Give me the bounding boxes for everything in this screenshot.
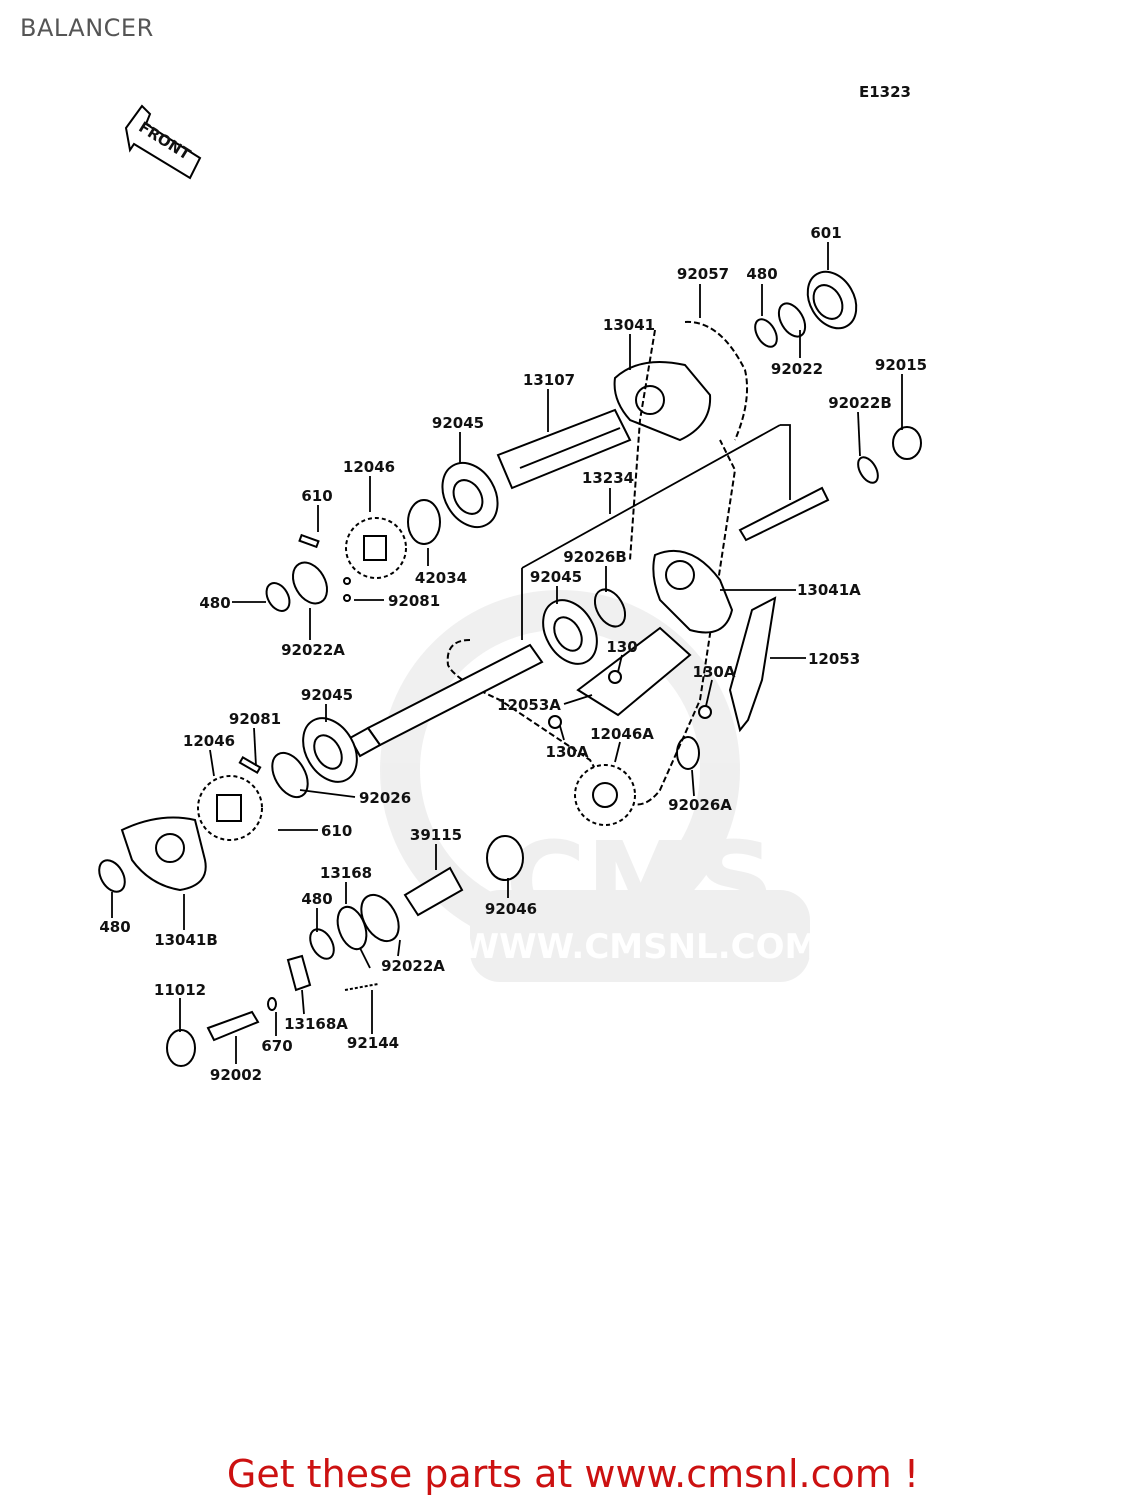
callout-12053: 12053 bbox=[808, 650, 860, 668]
parts-drawing bbox=[98, 270, 922, 1067]
callout-92144: 92144 bbox=[347, 1034, 399, 1052]
footer-link[interactable]: Get these parts at www.cmsnl.com ! bbox=[226, 1452, 920, 1496]
figure-code: E1323 bbox=[859, 83, 911, 101]
callout-92057: 92057 bbox=[677, 265, 729, 283]
callout-480: 480 bbox=[746, 265, 777, 283]
page-title: BALANCER bbox=[20, 14, 154, 42]
callout-601: 601 bbox=[810, 224, 841, 242]
callout-92081-lower: 92081 bbox=[229, 710, 281, 728]
callout-12046a: 12046A bbox=[590, 725, 654, 743]
callout-labels: 601 480 92057 92022 13041 92015 13107 92… bbox=[99, 224, 927, 1084]
watermark-text: WWW.CMSNL.COM bbox=[462, 927, 819, 967]
callout-480-lower: 480 bbox=[301, 890, 332, 908]
callout-92026: 92026 bbox=[359, 789, 411, 807]
callout-13041b: 13041B bbox=[154, 931, 218, 949]
callout-92026a: 92026A bbox=[668, 796, 732, 814]
callout-12053a: 12053A bbox=[497, 696, 561, 714]
callout-13041a: 13041A bbox=[797, 581, 861, 599]
callout-42034: 42034 bbox=[415, 569, 467, 587]
callout-130: 130 bbox=[606, 638, 637, 656]
callout-92015: 92015 bbox=[875, 356, 927, 374]
callout-92022a-lower: 92022A bbox=[381, 957, 445, 975]
callout-92022b: 92022B bbox=[828, 394, 892, 412]
callout-13168a: 13168A bbox=[284, 1015, 348, 1033]
svg-text:CMS: CMS bbox=[505, 818, 774, 946]
callout-130a-lower: 130A bbox=[546, 743, 589, 761]
callout-13041: 13041 bbox=[603, 316, 655, 334]
front-arrow-label: FRONT bbox=[136, 118, 195, 164]
callout-13107: 13107 bbox=[523, 371, 575, 389]
callout-12046-top: 12046 bbox=[343, 458, 395, 476]
callout-610-top: 610 bbox=[301, 487, 332, 505]
front-arrow-icon: FRONT bbox=[124, 104, 202, 180]
callout-92045-lower: 92045 bbox=[301, 686, 353, 704]
callout-92045-mid: 92045 bbox=[530, 568, 582, 586]
callout-13234: 13234 bbox=[582, 469, 634, 487]
callout-92045-top: 92045 bbox=[432, 414, 484, 432]
callout-130a-right: 130A bbox=[693, 663, 736, 681]
callout-670: 670 bbox=[261, 1037, 292, 1055]
callout-92046: 92046 bbox=[485, 900, 537, 918]
callout-12046-lower: 12046 bbox=[183, 732, 235, 750]
callout-13168: 13168 bbox=[320, 864, 372, 882]
callout-92022a-top: 92022A bbox=[281, 641, 345, 659]
callout-610-lower: 610 bbox=[321, 822, 352, 840]
callout-480-left: 480 bbox=[199, 594, 230, 612]
callout-480-far-left: 480 bbox=[99, 918, 130, 936]
callout-11012: 11012 bbox=[154, 981, 206, 999]
callout-92081-top: 92081 bbox=[388, 592, 440, 610]
callout-92002: 92002 bbox=[210, 1066, 262, 1084]
callout-92022: 92022 bbox=[771, 360, 823, 378]
callout-92026b: 92026B bbox=[563, 548, 627, 566]
callout-39115: 39115 bbox=[410, 826, 462, 844]
leader-lines bbox=[111, 242, 903, 1064]
